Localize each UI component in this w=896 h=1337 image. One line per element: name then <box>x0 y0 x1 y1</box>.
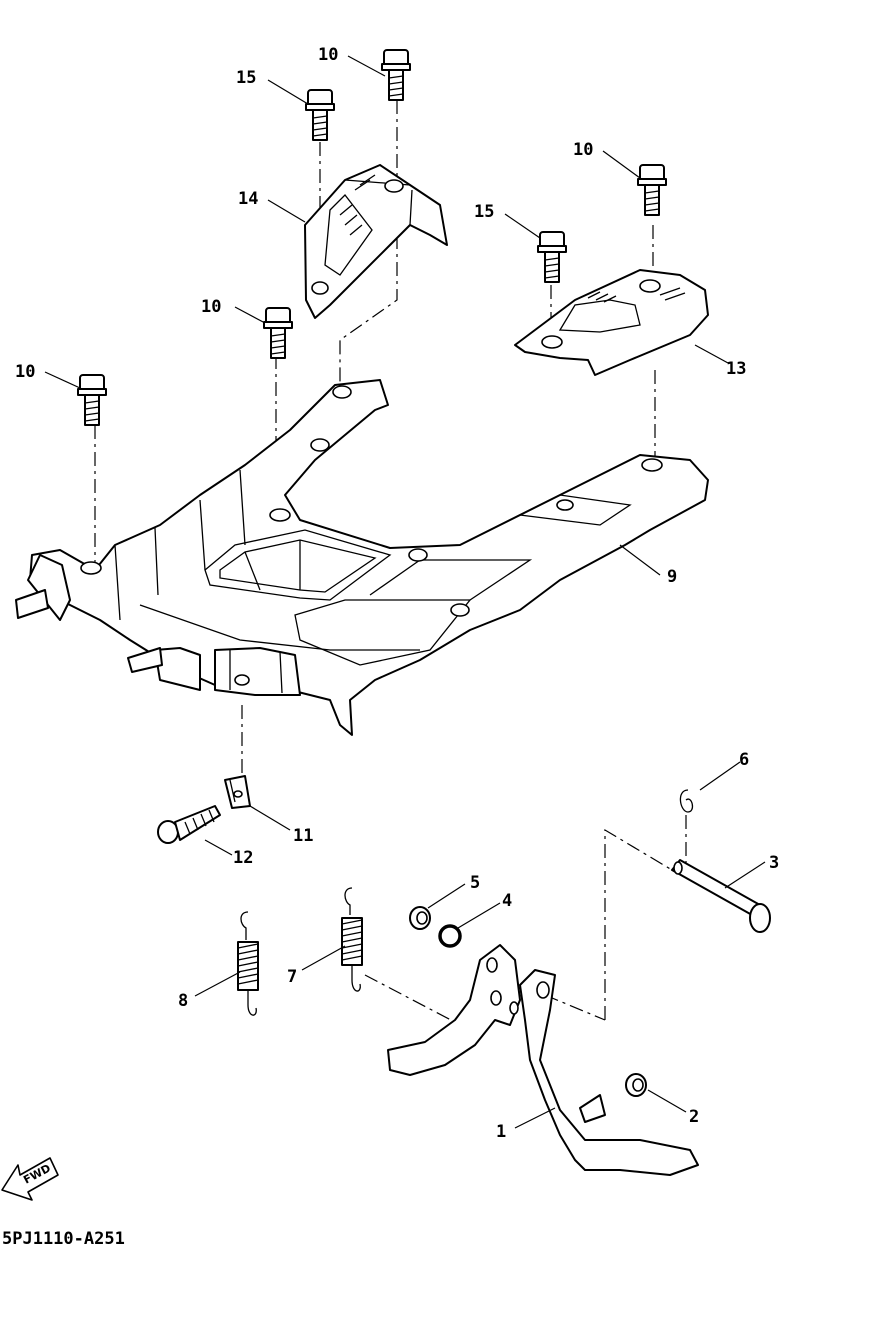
callout-10: 10 <box>201 297 221 317</box>
bracket-part-13 <box>514 269 709 376</box>
callout-14: 14 <box>238 189 258 209</box>
callout-8: 8 <box>178 991 188 1011</box>
callout-6: 6 <box>739 750 749 770</box>
callout-10: 10 <box>573 140 593 160</box>
frame-part-9 <box>15 379 709 736</box>
bolt-10-right <box>637 164 667 216</box>
cotter-pin-part-6 <box>679 789 694 813</box>
clip-nut-part-11 <box>224 775 251 809</box>
callout-15: 15 <box>474 202 494 222</box>
washer-part-2 <box>625 1073 647 1097</box>
callout-labels: 10 15 14 10 15 10 10 13 9 11 12 6 3 5 4 … <box>15 45 779 1142</box>
bolt-15-right <box>537 231 567 283</box>
callout-4: 4 <box>502 891 512 911</box>
screw-part-12 <box>157 805 221 844</box>
diagram-code: 5PJ1110-A251 <box>2 1229 125 1249</box>
callout-11: 11 <box>293 826 313 846</box>
callout-15: 15 <box>236 68 256 88</box>
callout-5: 5 <box>470 873 480 893</box>
callout-7: 7 <box>287 967 297 987</box>
callout-1: 1 <box>496 1122 506 1142</box>
spring-part-8 <box>237 911 259 1016</box>
callout-3: 3 <box>769 853 779 873</box>
callout-9: 9 <box>667 567 677 587</box>
bolt-10-left <box>77 374 107 426</box>
spring-part-7 <box>341 887 363 992</box>
bolt-15-left <box>305 89 335 141</box>
callout-2: 2 <box>689 1107 699 1127</box>
o-ring-part-4 <box>438 924 462 948</box>
bolt-10-middle <box>263 307 293 359</box>
washer-part-5 <box>409 906 431 930</box>
callout-12: 12 <box>233 848 253 868</box>
main-stand-part-1 <box>387 944 699 1176</box>
callout-10: 10 <box>318 45 338 65</box>
shaft-part-3 <box>671 859 771 933</box>
assembly-guide-lines <box>94 100 687 1031</box>
fwd-arrow-icon: FWD <box>1 1157 59 1201</box>
leader-lines <box>44 55 766 1129</box>
bracket-part-14 <box>304 164 448 319</box>
bolt-10-top <box>381 49 411 101</box>
callout-10: 10 <box>15 362 35 382</box>
callout-13: 13 <box>726 359 746 379</box>
